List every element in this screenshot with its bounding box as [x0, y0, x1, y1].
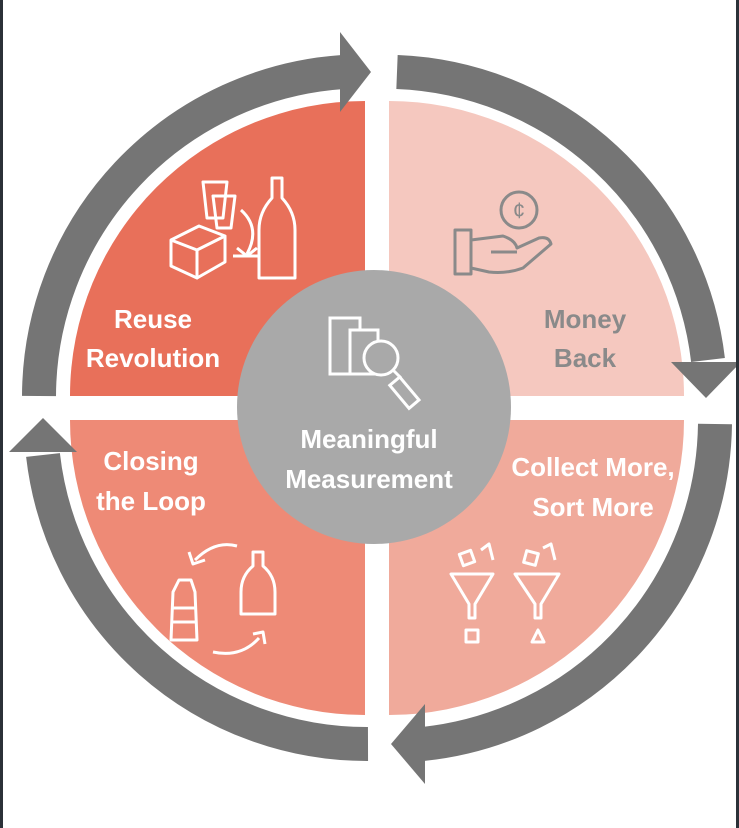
funnels-icon [449, 542, 561, 644]
arrow-head-bottom [391, 704, 425, 784]
arrow-head-right [671, 362, 736, 398]
arrow-bottom-right [421, 423, 732, 761]
center-circle [237, 270, 511, 544]
label-closing-line1: Closing [103, 446, 198, 476]
label-reuse-line1: Reuse [114, 304, 192, 334]
label-reuse-revolution: Reuse Revolution [86, 304, 220, 373]
cups-box-bottle-icon [169, 176, 297, 280]
label-collect-line1: Collect More, [511, 452, 674, 482]
label-closing-line2: the Loop [96, 486, 206, 516]
label-collect-more: Collect More, Sort More [511, 452, 674, 522]
svg-text:¢: ¢ [513, 198, 525, 223]
arrow-top-left [22, 55, 345, 397]
label-center-line2: Measurement [285, 464, 453, 494]
hand-coin-icon: ¢ [453, 190, 553, 276]
recycle-bottles-icon [169, 543, 277, 655]
label-money-line1: Money [544, 304, 627, 334]
label-center-line1: Meaningful [300, 424, 437, 454]
label-money-back: Money Back [544, 304, 627, 373]
magnifier-documents-icon [328, 316, 422, 411]
label-collect-line2: Sort More [532, 492, 653, 522]
label-center: Meaningful Measurement [285, 424, 453, 494]
diagram-frame: ¢ Reuse Revolution Money Back Collect Mo… [3, 0, 736, 828]
label-reuse-line2: Revolution [86, 343, 220, 373]
arrow-head-left [9, 418, 77, 452]
arrow-head-top [340, 32, 371, 112]
arrow-top-right [396, 55, 725, 362]
label-closing-the-loop: Closing the Loop [96, 446, 206, 516]
cycle-diagram: ¢ Reuse Revolution Money Back Collect Mo… [9, 32, 736, 784]
arrow-bottom-left [26, 453, 369, 762]
label-money-line2: Back [554, 343, 617, 373]
